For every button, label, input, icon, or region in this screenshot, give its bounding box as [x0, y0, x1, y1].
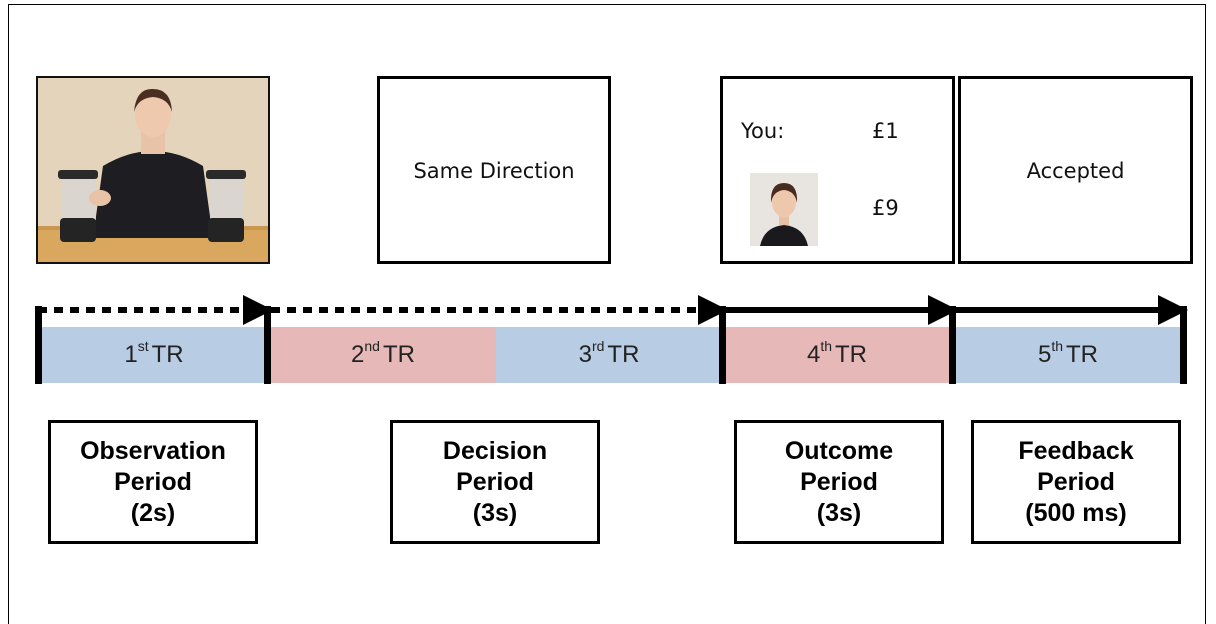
- tr-number: 4: [806, 341, 821, 368]
- decision-screen: Same Direction: [377, 76, 611, 264]
- period-line-1: Decision: [442, 436, 548, 465]
- tr-label: TR: [1066, 341, 1099, 368]
- period-line-2: Period: [114, 467, 192, 496]
- period-line-2: Period: [456, 467, 534, 496]
- observation-scene-image: [38, 78, 268, 262]
- tr-number: 3: [578, 341, 592, 368]
- timeline-arrows: [38, 295, 1188, 325]
- feedback-screen: Accepted: [958, 76, 1193, 264]
- tr-suffix: th: [1051, 338, 1064, 354]
- tr-label: TR: [151, 341, 184, 368]
- tr-label: TR: [835, 341, 868, 368]
- tr-label: TR: [382, 341, 415, 368]
- outcome-period-box: Outcome Period (3s): [734, 420, 944, 544]
- tr-suffix: st: [137, 338, 149, 354]
- period-line-1: Observation: [80, 436, 226, 465]
- left-blender-icon: [58, 170, 98, 242]
- timeline-boundary-5: [1180, 306, 1187, 384]
- outcome-other-amount: £9: [872, 196, 899, 220]
- period-line-2: Period: [1037, 467, 1115, 496]
- observation-period-box: Observation Period (2s): [48, 420, 258, 544]
- period-line-3: (2s): [130, 498, 176, 527]
- feedback-period-box: Feedback Period (500 ms): [971, 420, 1181, 544]
- period-line-1: Feedback: [1018, 436, 1134, 465]
- timeline-boundary-2: [264, 306, 271, 384]
- figure-frame: [8, 4, 1206, 624]
- tr-suffix: th: [820, 338, 833, 354]
- feedback-text: Accepted: [1026, 159, 1125, 183]
- tr-number: 1: [124, 341, 138, 368]
- tr-suffix: nd: [364, 338, 380, 354]
- period-line-3: (3s): [472, 498, 518, 527]
- outcome-you-amount: £1: [872, 119, 899, 143]
- timeline-boundary-4: [949, 306, 956, 384]
- tr-suffix: rd: [591, 338, 605, 354]
- decision-period-box: Decision Period (3s): [390, 420, 600, 544]
- tr-number: 5: [1037, 341, 1052, 368]
- tr-label: TR: [607, 341, 640, 368]
- period-line-3: (3s): [816, 498, 862, 527]
- period-line-3: (500 ms): [1025, 498, 1127, 527]
- right-blender-icon: [206, 170, 246, 242]
- partner-face-icon: [760, 183, 808, 246]
- outcome-screen: You: £1 £9: [720, 76, 955, 264]
- decision-text: Same Direction: [413, 159, 575, 183]
- partner-face-photo: [750, 173, 818, 246]
- observation-video-still: [36, 76, 270, 264]
- period-line-2: Period: [800, 467, 878, 496]
- outcome-you-label: You:: [741, 119, 785, 143]
- timeline-boundary-1: [35, 306, 42, 384]
- timeline-boundary-3: [719, 306, 726, 384]
- tr-number: 2: [351, 341, 365, 368]
- period-line-1: Outcome: [784, 436, 894, 465]
